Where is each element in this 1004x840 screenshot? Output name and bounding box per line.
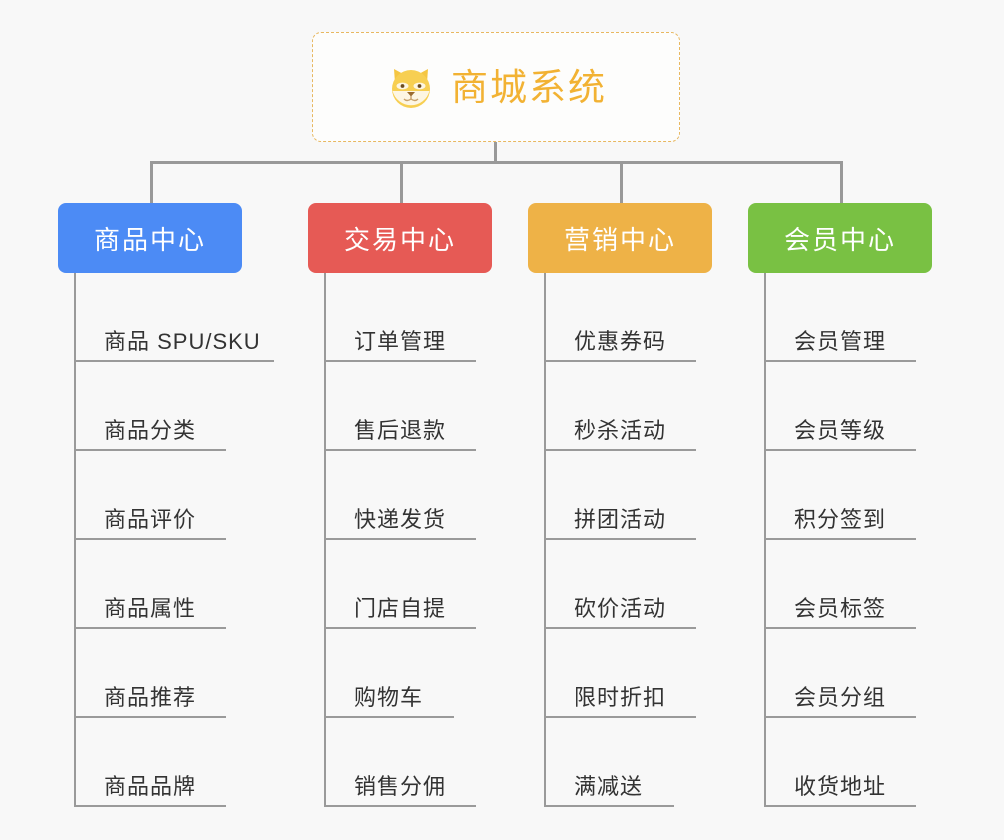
leaf-item-underline: [74, 538, 226, 540]
leaf-item-label: 售后退款: [354, 418, 447, 443]
leaf-item[interactable]: 会员管理: [764, 273, 916, 362]
leaf-item[interactable]: 会员分组: [764, 629, 916, 718]
leaf-column-4: 会员管理会员等级积分签到会员标签会员分组收货地址: [764, 273, 916, 807]
leaf-item[interactable]: 秒杀活动: [544, 362, 696, 451]
leaf-item[interactable]: 砍价活动: [544, 540, 696, 629]
leaf-item-underline: [544, 538, 696, 540]
leaf-item-label: 购物车: [354, 685, 424, 710]
leaf-item[interactable]: 售后退款: [324, 362, 476, 451]
leaf-item-underline: [764, 716, 916, 718]
leaf-item-label: 限时折扣: [574, 685, 667, 710]
leaf-spine: [544, 273, 546, 807]
leaf-item-underline: [324, 627, 476, 629]
leaf-item[interactable]: 快递发货: [324, 451, 476, 540]
leaf-item[interactable]: 商品评价: [74, 451, 261, 540]
leaf-item-label: 会员标签: [794, 596, 887, 621]
leaf-item-label: 收货地址: [794, 774, 887, 799]
leaf-item-label: 门店自提: [354, 596, 447, 621]
leaf-item-label: 商品属性: [104, 596, 197, 621]
leaf-item-label: 商品评价: [104, 507, 197, 532]
leaf-item-label: 会员等级: [794, 418, 887, 443]
leaf-item-underline: [764, 449, 916, 451]
leaf-spine: [764, 273, 766, 807]
leaf-item-underline: [74, 805, 226, 807]
leaf-item-label: 订单管理: [354, 329, 447, 354]
leaf-column-3: 优惠券码秒杀活动拼团活动砍价活动限时折扣满减送: [544, 273, 696, 807]
leaf-item[interactable]: 限时折扣: [544, 629, 696, 718]
leaf-item[interactable]: 商品 SPU/SKU: [74, 273, 274, 362]
leaf-item-underline: [324, 805, 476, 807]
leaf-item[interactable]: 商品品牌: [74, 718, 261, 807]
leaf-item-underline: [324, 449, 476, 451]
leaf-item-underline: [544, 627, 696, 629]
root-node-mall-system[interactable]: 商城系统: [312, 32, 680, 142]
leaf-column-1: 商品 SPU/SKU 商品分类商品评价商品属性商品推荐商品品牌: [74, 273, 274, 807]
leaf-item-label: 秒杀活动: [574, 418, 667, 443]
leaf-item-label: 销售分佣: [354, 774, 447, 799]
category-box-3[interactable]: 营销中心: [528, 203, 712, 273]
leaf-item-underline: [544, 716, 696, 718]
leaf-item-label: 优惠券码: [574, 329, 667, 354]
leaf-spine: [324, 273, 326, 807]
leaf-item-underline: [544, 360, 696, 362]
connector-drop-3: [620, 161, 623, 203]
connector-drop-1: [150, 161, 153, 203]
leaf-item[interactable]: 满减送: [544, 718, 674, 807]
leaf-item-label: 快递发货: [354, 507, 447, 532]
leaf-item-label: 拼团活动: [574, 507, 667, 532]
leaf-item[interactable]: 订单管理: [324, 273, 476, 362]
leaf-item[interactable]: 拼团活动: [544, 451, 696, 540]
shiba-dog-face-icon: [385, 61, 437, 113]
leaf-item-label: 砍价活动: [574, 596, 667, 621]
leaf-item[interactable]: 商品推荐: [74, 629, 261, 718]
category-label: 交易中心: [343, 224, 456, 255]
leaf-item-underline: [74, 627, 226, 629]
root-node-label: 商城系统: [451, 66, 607, 108]
leaf-item[interactable]: 优惠券码: [544, 273, 696, 362]
leaf-item-underline: [324, 716, 454, 718]
leaf-item[interactable]: 商品属性: [74, 540, 261, 629]
category-box-4[interactable]: 会员中心: [748, 203, 932, 273]
leaf-item[interactable]: 积分签到: [764, 451, 916, 540]
leaf-item-label: 满减送: [574, 774, 644, 799]
leaf-item-underline: [74, 449, 226, 451]
leaf-item-label: 商品分类: [104, 418, 197, 443]
connector-root-stem: [494, 142, 497, 163]
leaf-item-label: 商品 SPU/SKU: [104, 329, 261, 354]
leaf-item-underline: [764, 805, 916, 807]
leaf-item-label: 商品推荐: [104, 685, 197, 710]
leaf-item-underline: [544, 449, 696, 451]
leaf-item[interactable]: 会员等级: [764, 362, 916, 451]
leaf-item-underline: [764, 627, 916, 629]
leaf-item[interactable]: 商品分类: [74, 362, 261, 451]
connector-drop-4: [840, 161, 843, 203]
leaf-item-label: 商品品牌: [104, 774, 197, 799]
leaf-item-label: 会员管理: [794, 329, 887, 354]
leaf-spine: [74, 273, 76, 807]
leaf-item-underline: [324, 538, 476, 540]
leaf-column-2: 订单管理售后退款快递发货门店自提购物车销售分佣: [324, 273, 476, 807]
leaf-item-underline: [764, 538, 916, 540]
connector-drop-2: [400, 161, 403, 203]
category-label: 会员中心: [783, 224, 896, 255]
leaf-item[interactable]: 购物车: [324, 629, 454, 718]
leaf-item[interactable]: 会员标签: [764, 540, 916, 629]
leaf-item-underline: [74, 716, 226, 718]
leaf-item-underline: [764, 360, 916, 362]
leaf-item-label: 会员分组: [794, 685, 887, 710]
leaf-item[interactable]: 收货地址: [764, 718, 916, 807]
connector-horizontal-bar: [150, 161, 840, 164]
category-label: 营销中心: [563, 224, 676, 255]
leaf-item-underline: [74, 360, 274, 362]
leaf-item-label: 积分签到: [794, 507, 887, 532]
category-box-2[interactable]: 交易中心: [308, 203, 492, 273]
leaf-item[interactable]: 销售分佣: [324, 718, 476, 807]
leaf-item[interactable]: 门店自提: [324, 540, 476, 629]
leaf-item-underline: [324, 360, 476, 362]
category-label: 商品中心: [93, 224, 206, 255]
category-box-1[interactable]: 商品中心: [58, 203, 242, 273]
leaf-item-underline: [544, 805, 674, 807]
